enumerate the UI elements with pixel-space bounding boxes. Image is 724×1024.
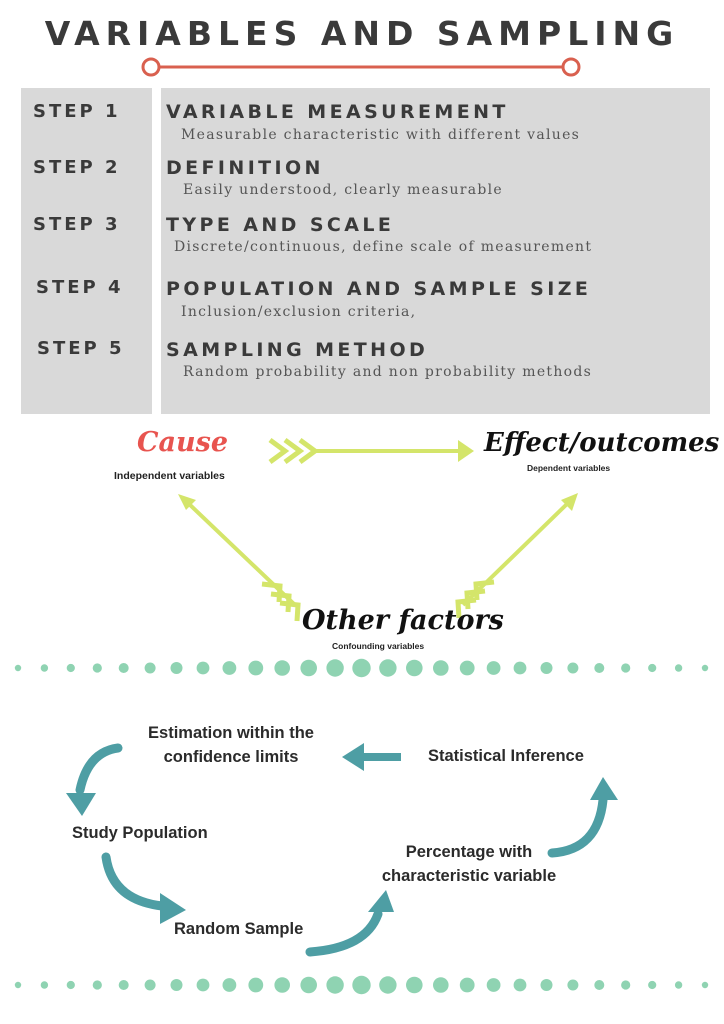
divider-dot [486, 661, 501, 675]
divider-dot [406, 976, 423, 994]
other-to-cause-arrow [178, 494, 301, 622]
divider-dot [701, 664, 709, 672]
divider-dot [66, 980, 75, 990]
divider-dot [300, 659, 318, 677]
divider-dot [621, 663, 631, 673]
divider-dot [433, 977, 449, 993]
divider-dot [648, 663, 657, 673]
divider-dot [144, 979, 156, 991]
divider-dot [40, 664, 49, 672]
step-3-label: STEP 3 [33, 214, 121, 235]
arrow-sample-to-percentage [305, 890, 394, 957]
divider-dot [92, 980, 102, 990]
divider-dot [540, 979, 553, 991]
divider-dot [248, 977, 264, 993]
divider-dot [406, 659, 423, 677]
divider-dot [300, 976, 318, 994]
step-5-label: STEP 5 [37, 338, 125, 359]
arrow-percentage-to-inference [547, 777, 618, 858]
divider-dot [14, 981, 22, 989]
divider-dot [567, 979, 579, 991]
other-to-effect-arrow [455, 493, 578, 619]
divider-dot [621, 980, 631, 990]
step-3-description: Discrete/continuous, define scale of mea… [174, 239, 593, 255]
divider-dot [196, 661, 210, 675]
divider-dot [459, 660, 475, 676]
step-3-heading: TYPE AND SCALE [166, 214, 395, 236]
divider-dot [14, 664, 22, 672]
divider-dot [40, 981, 49, 989]
divider-dot [701, 981, 709, 989]
step-1-heading: VARIABLE MEASUREMENT [166, 101, 509, 123]
dot-divider-bottom [14, 975, 709, 995]
step-2-label: STEP 2 [33, 157, 121, 178]
divider-dot [513, 978, 527, 992]
divider-dot [66, 663, 75, 673]
effect-subtitle: Dependent variables [527, 463, 611, 473]
divider-dot [379, 659, 397, 677]
step-1-label: STEP 1 [33, 101, 121, 122]
divider-dot [379, 976, 397, 994]
divider-dot [648, 980, 657, 990]
step-2-heading: DEFINITION [166, 157, 324, 179]
divider-dot [92, 663, 102, 673]
title-underline [141, 57, 581, 77]
divider-dot [274, 977, 291, 993]
study-population-node: Study Population [72, 824, 208, 842]
other-factors-label: Other factors [302, 605, 504, 636]
divider-dot [326, 976, 344, 994]
page-title: VARIABLES AND SAMPLING [44, 14, 680, 53]
divider-dot [222, 661, 237, 675]
divider-dot [248, 660, 264, 676]
divider-dot [170, 662, 183, 674]
divider-dot [274, 660, 291, 676]
arrow-population-to-sample [101, 852, 186, 924]
divider-dot [594, 663, 605, 673]
step-2-description: Easily understood, clearly measurable [183, 182, 504, 198]
divider-dot [196, 978, 210, 992]
divider-dot [352, 975, 371, 995]
divider-dot [433, 660, 449, 676]
step-4-heading: POPULATION AND SAMPLE SIZE [166, 278, 592, 300]
divider-dot [540, 662, 553, 674]
cause-subtitle: Independent variables [114, 470, 225, 482]
cause-label: Cause [137, 427, 228, 458]
divider-dot [459, 977, 475, 993]
divider-dot [118, 980, 129, 990]
other-factors-subtitle: Confounding variables [332, 641, 425, 651]
divider-dot [144, 662, 156, 674]
step-4-description: Inclusion/exclusion criteria, [181, 304, 417, 320]
step-4-label: STEP 4 [36, 277, 124, 298]
step-1-description: Measurable characteristic with different… [181, 127, 581, 143]
divider-dot [594, 980, 605, 990]
arrow-estimation-to-population [66, 743, 123, 816]
step-content-panel [161, 88, 710, 414]
divider-dot [567, 662, 579, 674]
divider-dot [222, 978, 237, 992]
cause-effect-arrow [268, 437, 474, 465]
effect-label: Effect/outcomes [484, 428, 720, 458]
dot-divider-top [14, 658, 709, 678]
random-sample-node: Random Sample [174, 920, 304, 938]
divider-dot [170, 979, 183, 991]
divider-dot [674, 981, 683, 989]
divider-dot [326, 659, 344, 677]
inference-node: Statistical Inference [428, 747, 584, 765]
step-5-heading: SAMPLING METHOD [166, 339, 429, 361]
step-5-description: Random probability and non probability m… [183, 364, 593, 380]
arrow-inference-to-estimation [342, 743, 401, 771]
step-label-panel [21, 88, 152, 414]
divider-dot [352, 658, 371, 678]
divider-dot [674, 664, 683, 672]
divider-dot [118, 663, 129, 673]
divider-dot [513, 661, 527, 675]
divider-dot [486, 978, 501, 992]
